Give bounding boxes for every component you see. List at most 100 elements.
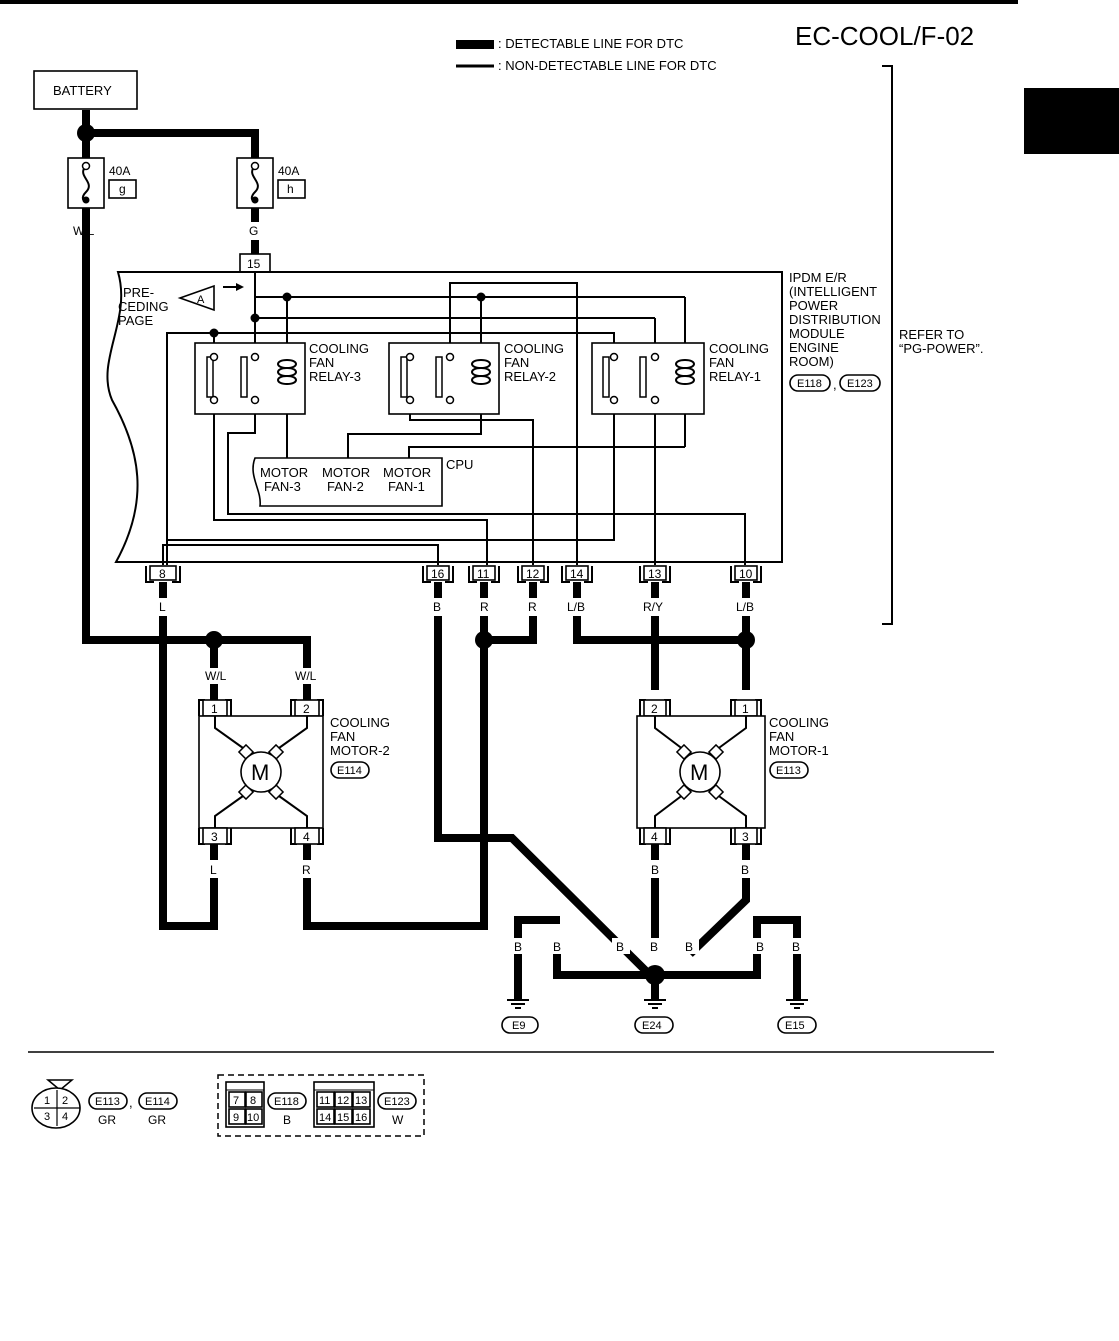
wire-color-gnd-g: B xyxy=(792,940,800,954)
connector-view-e118 xyxy=(225,1081,265,1128)
motor-1-symbol: M xyxy=(690,760,708,785)
connector-view-e113-e114 xyxy=(31,1079,81,1129)
m2-pin4-label: 4 xyxy=(303,830,310,844)
svg-text:13: 13 xyxy=(355,1095,367,1107)
svg-text:,: , xyxy=(833,377,837,392)
refer-line2: “PG-POWER”. xyxy=(899,341,984,356)
wire-color-gnd-b: B xyxy=(553,940,561,954)
ipdm-conn-e118 xyxy=(789,374,831,392)
ipdm-conn-e123-label: E123 xyxy=(847,378,873,390)
junction-2 xyxy=(282,292,292,302)
svg-text:1: 1 xyxy=(44,1095,50,1107)
svg-text:15: 15 xyxy=(337,1112,349,1124)
pin-15-label: 15 xyxy=(247,257,261,271)
cooling-fan-relay-2 xyxy=(388,342,500,415)
ipdm-line5: MODULE xyxy=(789,326,845,341)
wire-color-pin11: R xyxy=(480,600,489,614)
conn-e113-label: E113 xyxy=(95,1096,120,1108)
svg-text:2: 2 xyxy=(62,1095,68,1107)
wire-color-m2-pin2: W/L xyxy=(295,669,317,683)
pin-stubs xyxy=(159,582,750,598)
wire-color-gnd-f: B xyxy=(756,940,764,954)
battery-box xyxy=(33,70,138,110)
m2-pin1-label: 1 xyxy=(211,702,218,716)
motor-2-l3: MOTOR-2 xyxy=(330,743,390,758)
ground-wire-labels xyxy=(510,938,806,954)
ipdm-line1: IPDM E/R xyxy=(789,270,847,285)
preceding-connector-triangle xyxy=(177,284,215,312)
pin-14-label: 14 xyxy=(570,567,584,581)
ground-e24-label: E24 xyxy=(642,1020,662,1032)
ipdm-internal-wiring xyxy=(162,272,746,565)
section-tab xyxy=(1024,88,1119,154)
ground-e24 xyxy=(634,1016,674,1034)
cooling-fan-relay-3 xyxy=(194,342,306,415)
fuse-h-letter: h xyxy=(287,182,294,196)
junction-3 xyxy=(476,292,486,302)
svg-text:4: 4 xyxy=(62,1111,68,1123)
wire-color-gnd-c: B xyxy=(616,940,624,954)
wire-color-m1-pin4: B xyxy=(651,863,659,877)
motor-2-conn xyxy=(330,761,370,779)
cooling-fan-relay-1 xyxy=(591,342,705,415)
relay-1-l1: COOLING xyxy=(709,341,769,356)
wire-battery-fuse-h xyxy=(86,129,259,160)
fuse-g-letter: g xyxy=(119,182,126,196)
cpu-motor-fan3-a: MOTOR xyxy=(260,465,308,480)
svg-text:9: 9 xyxy=(233,1112,239,1124)
pin-10-label: 10 xyxy=(739,567,753,581)
junction-1 xyxy=(250,313,260,323)
wire-color-m2-pin3: L xyxy=(210,863,217,877)
splice-ground xyxy=(645,965,665,985)
wire-color-pin14: L/B xyxy=(567,600,585,614)
relay-3-l1: COOLING xyxy=(309,341,369,356)
diagram-title: EC-COOL/F-02 xyxy=(795,21,974,51)
wire-color-gnd-d: B xyxy=(650,940,658,954)
relay-2-l1: COOLING xyxy=(504,341,564,356)
cpu-motor-fan2-b: FAN-2 xyxy=(327,479,364,494)
wire-color-m1-pin3: B xyxy=(741,863,749,877)
battery-label: BATTERY xyxy=(53,83,112,98)
relay-1-l3: RELAY-1 xyxy=(709,369,761,384)
pin-12-label: 12 xyxy=(526,567,540,581)
svg-text:3: 3 xyxy=(44,1111,50,1123)
conn-e123-label: E123 xyxy=(384,1096,410,1108)
pin-11-label: 11 xyxy=(477,567,490,581)
legend-detectable: : DETECTABLE LINE FOR DTC xyxy=(498,36,683,51)
relay-3-l2: FAN xyxy=(309,355,334,370)
cpu-label: CPU xyxy=(446,457,473,472)
relay-1-l2: FAN xyxy=(709,355,734,370)
svg-text:11: 11 xyxy=(319,1095,330,1107)
fuse-h-id-box xyxy=(277,179,306,199)
splice-lb xyxy=(737,631,755,649)
connector-view-dashed-frame xyxy=(217,1074,425,1137)
ipdm-conn-e123 xyxy=(839,374,881,392)
svg-text:8: 8 xyxy=(250,1095,256,1107)
svg-text:16: 16 xyxy=(355,1112,367,1124)
svg-text:7: 7 xyxy=(233,1095,239,1107)
wire-color-pin8: L xyxy=(159,600,166,614)
preceding-connector-letter: A xyxy=(197,294,205,306)
wire-color-fuse-h: G xyxy=(249,224,258,238)
motor-1-l2: FAN xyxy=(769,729,794,744)
motor-2-conn-label: E114 xyxy=(337,765,362,777)
legend-non-detectable: : NON-DETECTABLE LINE FOR DTC xyxy=(498,58,717,73)
cpu-motor-fan1-a: MOTOR xyxy=(383,465,431,480)
motor-2-symbol: M xyxy=(251,760,269,785)
splice-battery xyxy=(77,124,95,142)
cpu-motor-fan3-b: FAN-3 xyxy=(264,479,301,494)
wire-color-gnd-e: B xyxy=(685,940,693,954)
svg-text:10: 10 xyxy=(247,1112,259,1124)
fuse-g-id-box xyxy=(108,179,137,199)
motor-1-conn-label: E113 xyxy=(776,765,801,777)
conn-e118-label: E118 xyxy=(274,1096,299,1108)
wire-color-pin13: R/Y xyxy=(643,600,663,614)
ground-e9-label: E9 xyxy=(512,1020,525,1032)
ipdm-module-box xyxy=(106,271,783,563)
svg-text:12: 12 xyxy=(337,1095,349,1107)
wire-wl-main xyxy=(82,208,214,644)
motor-1-l3: MOTOR-1 xyxy=(769,743,829,758)
splice-wl xyxy=(205,631,223,649)
m1-pin3-label: 3 xyxy=(742,830,749,844)
